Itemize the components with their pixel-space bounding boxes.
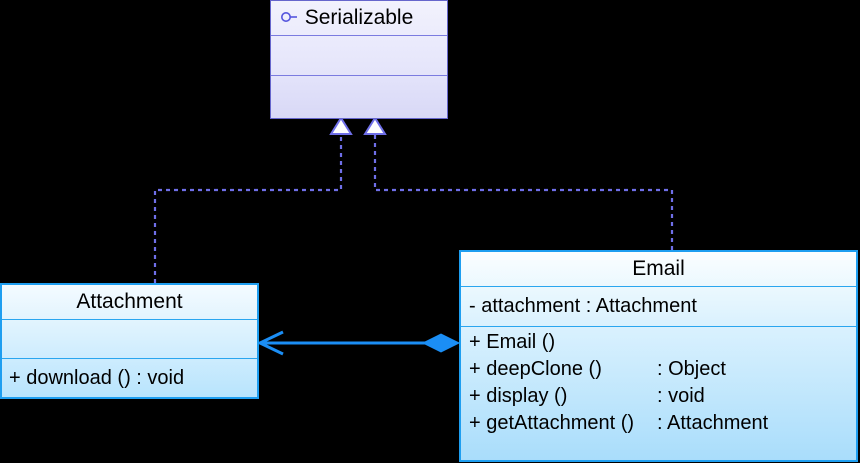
operation-getattachment: + getAttachment () : Attachment	[469, 410, 856, 437]
operation-return-type: : void	[657, 385, 705, 407]
realization-line-attachment	[153, 133, 343, 283]
class-box-serializable[interactable]: Serializable	[270, 0, 448, 119]
attributes-compartment-email: - attachment : Attachment	[461, 286, 856, 326]
open-arrowhead-attachment-end	[256, 330, 284, 356]
class-title-serializable: Serializable	[304, 6, 414, 29]
interface-lollipop-icon	[281, 12, 297, 22]
class-box-attachment[interactable]: Attachment + download () : void	[0, 283, 259, 399]
realization-line-email	[373, 133, 674, 250]
class-name-compartment-email: Email	[461, 252, 856, 286]
operation-deepclone: + deepClone () : Object	[469, 356, 856, 383]
hollow-triangle-arrowhead-email	[363, 116, 387, 135]
filled-diamond-aggregation	[421, 333, 461, 353]
operation-download: + download () : void	[9, 366, 185, 389]
operation-signature: + getAttachment ()	[469, 412, 635, 434]
class-name-compartment-attachment: Attachment	[2, 285, 257, 319]
hollow-triangle-arrowhead-attachment	[329, 116, 353, 135]
operation-email-constructor: + Email ()	[469, 329, 856, 356]
operation-display: + display () : void	[469, 383, 856, 410]
operations-compartment-attachment: + download () : void	[2, 358, 257, 397]
realization-attachment-to-serializable[interactable]	[153, 116, 353, 283]
aggregation-email-to-attachment[interactable]	[256, 330, 461, 356]
operation-return-type: : Attachment	[657, 412, 769, 434]
class-name-compartment-serializable: Serializable	[271, 1, 447, 35]
class-title-attachment: Attachment	[76, 290, 183, 313]
realization-email-to-serializable[interactable]	[363, 116, 674, 250]
operation-signature: + display ()	[469, 385, 568, 407]
operation-signature: + Email ()	[469, 331, 556, 353]
attributes-compartment-attachment	[2, 319, 257, 358]
class-box-email[interactable]: Email - attachment : Attachment + Email …	[459, 250, 858, 462]
operation-signature: + deepClone ()	[469, 358, 602, 380]
attributes-compartment-serializable	[271, 35, 447, 75]
attribute-attachment: - attachment : Attachment	[469, 295, 697, 317]
operations-compartment-email: + Email () + deepClone () : Object + dis…	[461, 326, 856, 460]
class-title-email: Email	[632, 257, 685, 280]
operations-compartment-serializable	[271, 75, 447, 118]
operation-return-type: : Object	[657, 358, 726, 380]
